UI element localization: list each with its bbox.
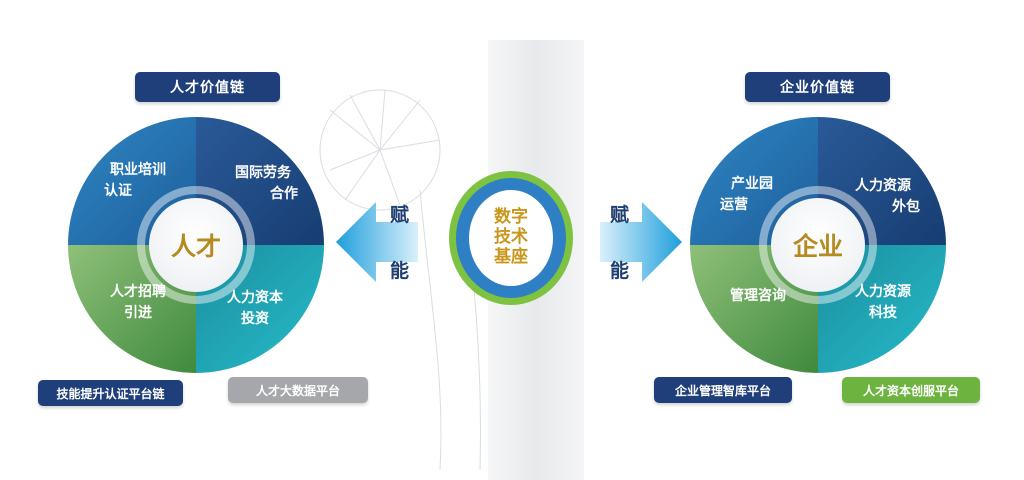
left-seg-top-left: 职业培训 认证 [104, 162, 166, 199]
right-seg-bottom-right: 人力资源 科技 [855, 284, 911, 321]
right-header-label: 企业价值链 [780, 80, 855, 96]
left-arrow-char-top: 赋 [390, 204, 410, 226]
right-arrow-char-top: 赋 [610, 204, 630, 226]
left-arrow [336, 202, 418, 282]
right-platform-primary: 企业管理智库平台 [654, 377, 792, 403]
right-seg-bottom-left: 管理咨询 [730, 288, 786, 304]
right-arrow-char-bottom: 能 [610, 260, 630, 282]
right-seg-top-right: 人力资源 外包 [855, 178, 920, 215]
left-seg-top-right: 国际劳务 合作 [235, 165, 298, 202]
left-header-label: 人才价值链 [170, 80, 245, 96]
center-emblem-text: 数字 技术 基座 [494, 207, 528, 267]
left-wheel [68, 117, 324, 373]
right-platform-secondary: 人才资本创服平台 [842, 377, 980, 403]
right-seg-top-left: 产业园 运营 [720, 176, 773, 213]
right-hub-label: 企业 [792, 232, 843, 261]
left-platform-secondary: 人才大数据平台 [228, 377, 368, 403]
left-hub-label: 人才 [170, 232, 221, 261]
left-seg-bottom-left: 人才招聘 引进 [110, 284, 166, 321]
left-platform-primary: 技能提升认证平台链 [38, 380, 183, 406]
left-seg-bottom-right: 人力资本 投资 [227, 290, 283, 327]
right-header-pill: 企业价值链 [745, 72, 890, 102]
left-arrow-char-bottom: 能 [390, 260, 410, 282]
dandelion-decoration [319, 89, 481, 471]
right-arrow [600, 202, 682, 282]
left-header-pill: 人才价值链 [135, 72, 280, 102]
right-wheel [690, 117, 946, 373]
center-emblem [449, 171, 573, 305]
